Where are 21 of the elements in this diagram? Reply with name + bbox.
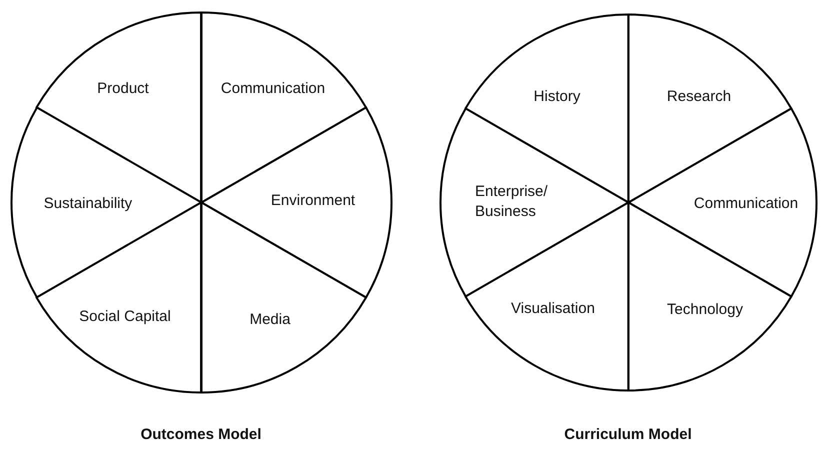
sector-label: Enterprise/ Business <box>475 182 549 222</box>
pie-sector <box>626 106 818 298</box>
pie-sector <box>200 10 368 204</box>
pie-sector <box>464 12 630 204</box>
sector-label: Media <box>250 310 290 330</box>
sector-label: Environment <box>270 191 356 211</box>
pie-sector <box>438 106 630 298</box>
pie-sector <box>200 106 392 298</box>
circle-label: Curriculum Model <box>564 426 692 443</box>
sector-label: Sustainability <box>44 194 132 214</box>
sector-label: Research <box>666 87 732 107</box>
sector-label: Visualisation <box>511 299 595 319</box>
sector-label: Communication <box>694 194 798 214</box>
sector-label: History <box>534 87 580 107</box>
circle-label: Outcomes Model <box>140 426 262 443</box>
sector-label: Technology <box>667 300 743 320</box>
pie-sector <box>464 200 630 392</box>
sector-label: Product <box>97 79 149 99</box>
sector-label: Social Capital <box>79 307 171 327</box>
pie-sector <box>10 106 202 298</box>
sector-label: Communication <box>220 79 326 99</box>
